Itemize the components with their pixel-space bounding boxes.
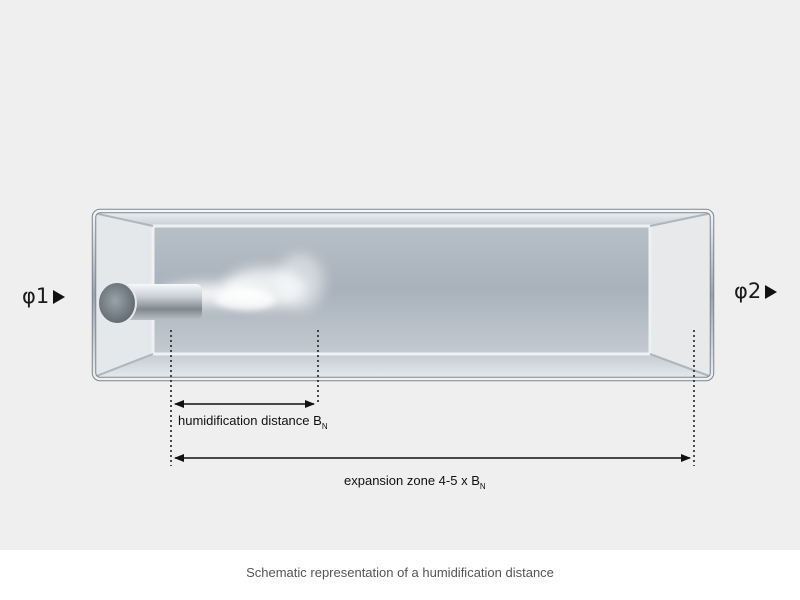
expansion-zone-subscript: N [479, 482, 486, 491]
outlet-symbol: φ2 [734, 279, 762, 303]
humidification-distance-label: humidification distance BN [178, 413, 328, 431]
dimension-lines [170, 330, 695, 466]
outlet-label: φ2 [734, 279, 778, 303]
inlet-arrow-icon [53, 290, 66, 304]
figure-caption: Schematic representation of a humidifica… [246, 565, 554, 580]
duct-housing [91, 208, 715, 382]
air-duct-diagram [91, 208, 715, 466]
outlet-arrow-icon [765, 285, 778, 299]
humidification-distance-text: humidification distance B [178, 413, 322, 428]
inlet-label: φ1 [22, 284, 66, 308]
diagram-canvas: φ1 φ2 humidification distance BN expansi… [0, 0, 800, 550]
steam-lance [97, 254, 324, 325]
expansion-zone-text: expansion zone 4-5 x B [344, 473, 480, 488]
humidification-distance-subscript: N [321, 422, 328, 431]
expansion-zone-label: expansion zone 4-5 x BN [344, 473, 486, 491]
inlet-symbol: φ1 [22, 284, 50, 308]
